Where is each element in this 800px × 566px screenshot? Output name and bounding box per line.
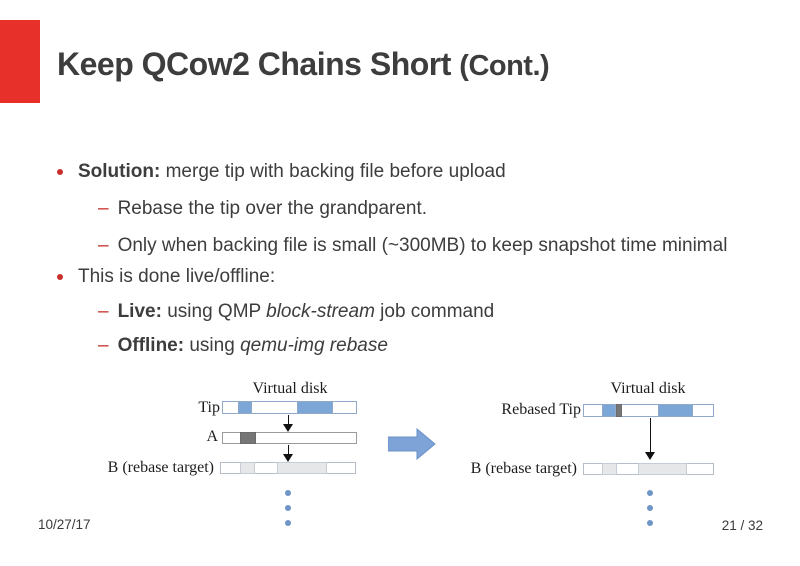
b-allocated-block <box>602 463 617 475</box>
down-arrow-icon <box>645 452 655 460</box>
dash-bullet-icon: – <box>98 301 109 322</box>
b-allocated-block <box>240 462 255 474</box>
right-virtual-disk-label: Virtual disk <box>610 380 686 397</box>
left-a-bar <box>222 432 357 444</box>
bullet-text: This is done live/offline: <box>78 266 276 287</box>
left-virtual-disk-label: Virtual disk <box>252 380 328 397</box>
bullet-text: Rebase the tip over the grandparent. <box>117 198 428 219</box>
bullet-text: Solution: merge tip with backing file be… <box>78 161 506 182</box>
rebased-tip-bar <box>583 404 714 417</box>
footer-page-number: 21 / 32 <box>721 518 763 533</box>
b-allocated-block <box>638 463 687 475</box>
dash-bullet-icon: – <box>98 198 109 219</box>
left-b-label: B (rebase target) <box>107 459 214 476</box>
left-a-label: A <box>206 428 218 445</box>
tip-allocated-block <box>602 404 616 417</box>
rebased-tip-label: Rebased Tip <box>501 401 581 418</box>
accent-bar <box>0 20 40 103</box>
bullet-text: Offline: using qemu-img rebase <box>117 335 388 356</box>
bullet-text: Live: using QMP block-stream job command <box>117 301 495 322</box>
left-tip-label: Tip <box>198 399 220 416</box>
down-arrow-line <box>288 415 289 425</box>
page-title-main: Keep QCow2 Chains Short <box>57 46 451 82</box>
footer-date: 10/27/17 <box>38 517 91 532</box>
page-title-suffix: (Cont.) <box>459 50 550 82</box>
down-arrow-line <box>288 445 289 455</box>
tip-allocated-block <box>658 404 693 417</box>
tip-allocated-block <box>238 401 252 414</box>
ellipsis-dot <box>647 520 653 526</box>
ellipsis-dot <box>647 505 653 511</box>
down-arrow-icon <box>283 424 293 432</box>
bullet-dot-icon <box>57 273 63 280</box>
right-b-bar <box>583 463 714 475</box>
left-tip-bar <box>222 401 357 414</box>
bullet-item-live: – Live: using QMP block-stream job comma… <box>98 300 494 323</box>
ellipsis-dot <box>285 520 291 526</box>
bullet-dot-icon <box>57 168 63 175</box>
bullet-item-rebase: – Rebase the tip over the grandparent. <box>98 197 427 220</box>
dash-bullet-icon: – <box>98 235 109 256</box>
ellipsis-dot <box>285 490 291 496</box>
right-arrow-icon <box>388 428 436 460</box>
left-b-bar <box>220 462 356 474</box>
bullet-item-small-backing: – Only when backing file is small (~300M… <box>98 234 727 257</box>
tip-allocated-block <box>297 401 333 414</box>
dash-bullet-icon: – <box>98 335 109 356</box>
down-arrow-line <box>650 418 651 453</box>
right-b-label: B (rebase target) <box>470 460 577 477</box>
bullet-item-solution: Solution: merge tip with backing file be… <box>57 160 506 183</box>
page-title: Keep QCow2 Chains Short (Cont.) <box>57 46 550 83</box>
bullet-item-live-offline: This is done live/offline: <box>57 265 275 288</box>
ellipsis-dot <box>285 505 291 511</box>
ellipsis-dot <box>647 490 653 496</box>
merged-block <box>616 404 622 417</box>
b-allocated-block <box>277 462 327 474</box>
down-arrow-icon <box>283 454 293 462</box>
a-allocated-block <box>240 432 256 444</box>
bullet-item-offline: – Offline: using qemu-img rebase <box>98 334 388 357</box>
bullet-text: Only when backing file is small (~300MB)… <box>117 235 728 256</box>
